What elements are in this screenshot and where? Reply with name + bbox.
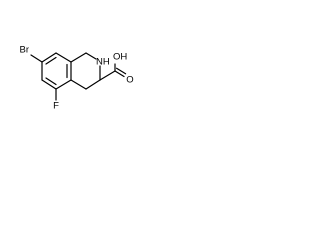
atom-label-nh: NH [96,57,110,68]
saturated-ring [70,52,101,90]
double-bond-inner-1 [45,56,57,65]
atom-label-fluorine: F [53,101,59,112]
bond-ring-d [55,79,72,90]
double-bond-inner-3 [45,77,57,86]
bond-bromine [30,54,43,63]
atom-label-carbonyl-oxygen: O [126,75,133,86]
bond-ring-b [55,52,72,63]
bond-c1-ch2 [70,52,87,63]
atom-label-bromine: Br [20,45,30,56]
bond-c-o-double-1 [114,70,125,78]
bond-ring-a [41,52,57,63]
bond-ch2-n [85,52,97,60]
carboxylic-acid-group [99,63,127,81]
atom-label-oh: OH [113,52,127,63]
bond-c3-cooh [99,70,116,81]
bond-c-o-double-2 [115,67,127,75]
bond-c3-c4 [85,79,101,90]
benzene-ring [41,52,72,90]
bond-c4-ring [70,79,87,90]
molecule-structure: Br NH OH O F [20,45,134,112]
bond-ring-e [41,79,57,90]
